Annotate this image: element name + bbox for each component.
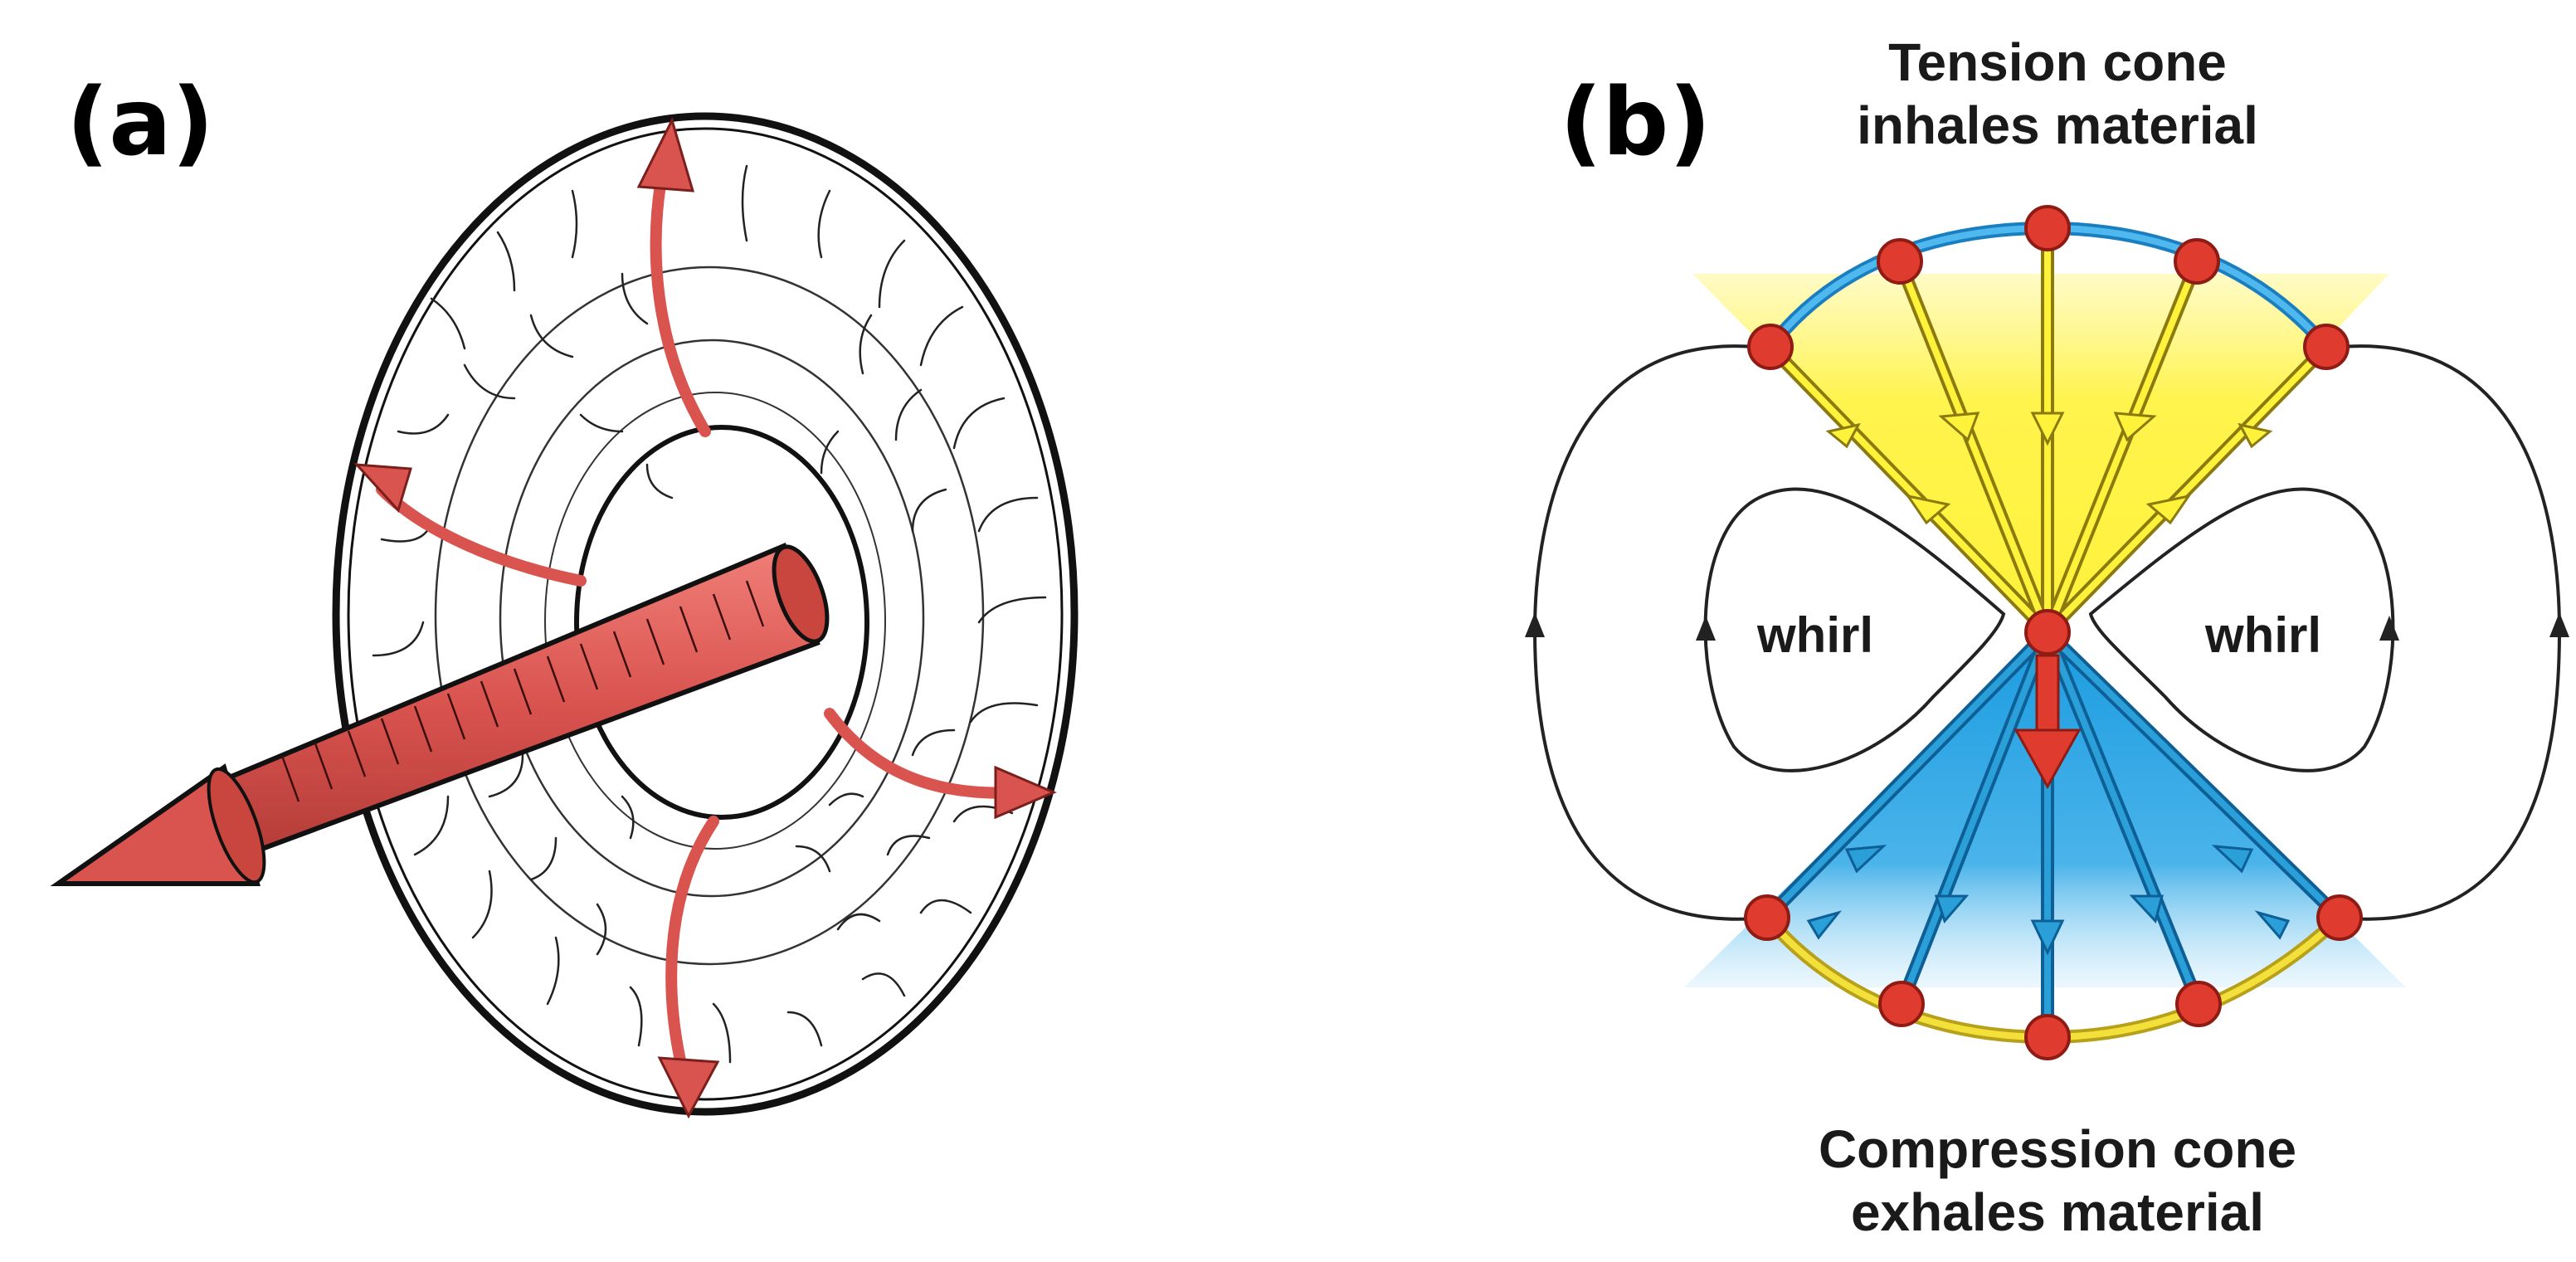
tension-arrow-5-icon [2145,494,2192,525]
node-top-4 [2174,238,2220,285]
compression-arrow-7-icon [2254,910,2291,940]
arrowhead-up-icon [636,116,695,192]
tension-arrow-6-icon [1825,422,1861,449]
node-top-2 [1877,238,1923,285]
central-red-arrow [2014,654,2082,790]
arrowhead-left-icon [353,463,412,513]
tension-arrow-2-icon [1938,412,1980,442]
tension-cone-caption: Tension cone inhales material [1825,32,2290,157]
compression-cone-caption: Compression cone exhales material [1709,1118,2406,1244]
compression-arrow-3-icon [2030,919,2065,956]
torus-hatching [372,164,1047,1064]
tension-arrow-7-icon [2238,422,2273,449]
compression-arrow-1-icon [1844,845,1887,874]
torus-arrowheads [353,116,1057,1119]
tension-arrowheads [1825,412,2273,525]
whirl-arrow-right-icon [2379,616,2399,641]
outer-loop-arrowheads [1525,612,2569,637]
whirl-loop-right [2088,487,2395,772]
compression-arrowheads [1806,845,2291,956]
torus-arrow-right [824,708,1026,799]
loop-arrow-right-icon [2549,612,2569,637]
whirl-label-right: whirl [2205,607,2322,663]
panel-a-drawing [50,112,1079,1119]
node-bottom-3 [2024,1014,2071,1060]
nodes [1744,205,2363,1060]
tension-arrow-4-icon [2113,412,2157,442]
arrowhead-down-icon [657,1056,720,1119]
tension-arrow-3-icon [2030,412,2065,446]
whirl-arrowheads [1696,616,2399,641]
node-top-5 [2303,324,2350,370]
whirl-arrow-left-icon [1696,616,1716,641]
compression-caption-line2: exhales material [1850,1182,2265,1242]
axial-arrow [50,542,830,886]
arrowhead-right-icon [994,765,1057,820]
node-bottom-5 [2316,894,2363,941]
compression-arrow-2-icon [1934,894,1970,923]
node-bottom-2 [1878,981,1925,1027]
panel-b-label: (b) [1560,69,1712,177]
tension-caption-line1: Tension cone [1888,32,2227,92]
axial-arrow-head-base [207,767,266,884]
compression-caption-line1: Compression cone [1818,1119,2297,1179]
compression-arrow-4-icon [2129,894,2164,924]
whirl-label-left: whirl [1757,607,1874,663]
tension-caption-line2: inhales material [1857,95,2258,155]
loop-arrow-left-icon [1525,612,1545,637]
outer-loop-right [2339,344,2562,921]
outer-loop-left [1532,344,1768,921]
torus-mid-contour-2 [499,339,925,898]
central-arrowhead-icon [2014,728,2082,790]
torus-outer-rim [347,127,1064,1101]
node-bottom-1 [1744,894,1790,941]
torus-arrow-down [665,816,719,1084]
torus-mid-contour-3 [544,392,886,850]
torus-flow-arrows [376,160,1026,1084]
torus-arrow-up [650,160,711,437]
tension-arrow-1-icon [1905,494,1951,525]
compression-arrow-5-icon [2211,845,2254,874]
axial-arrow-base [772,544,830,644]
node-top-3 [2024,205,2071,251]
whirl-loops [1703,487,2395,772]
node-center [2024,609,2071,655]
node-top-1 [1747,324,1794,370]
node-bottom-4 [2175,981,2222,1027]
compression-arrow-6-icon [1806,910,1843,940]
panel-a-label: (a) [66,69,214,177]
whirl-loop-left [1703,487,2006,772]
